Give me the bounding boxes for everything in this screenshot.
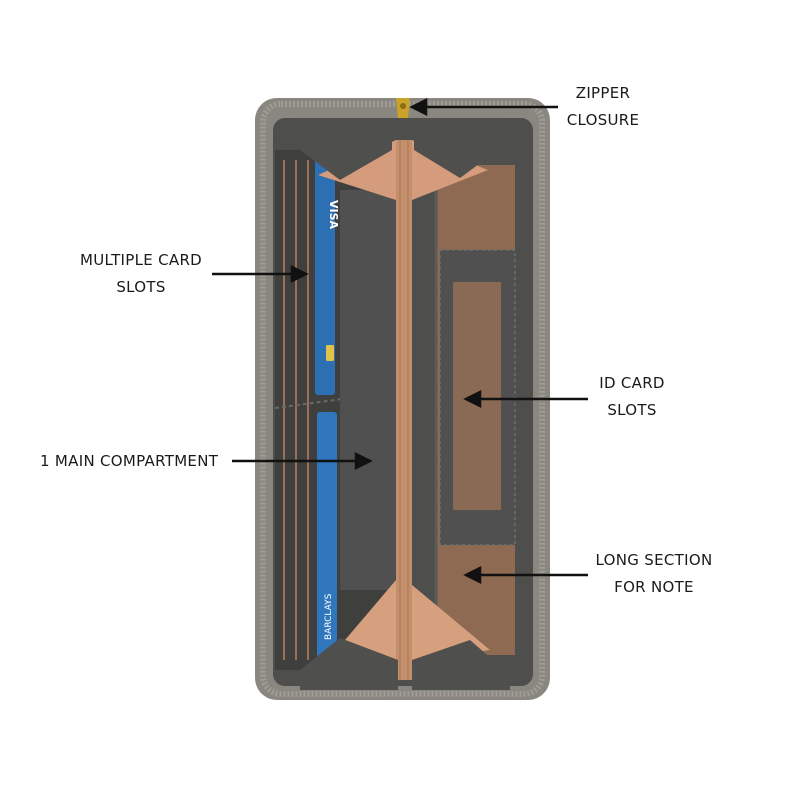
card-slot-lines (283, 160, 309, 660)
label-multiple-card-slots: MULTIPLE CARD SLOTS (70, 247, 212, 301)
main-compartment (340, 190, 395, 590)
label-line: FOR NOTE (614, 578, 694, 596)
center-divider (396, 140, 412, 680)
label-line: ID CARD (599, 374, 665, 392)
credit-card-visa (315, 155, 335, 395)
barclays-text: BARCLAYS (324, 593, 334, 640)
label-zipper-closure: ZIPPER CLOSURE (560, 80, 646, 134)
annotation-arrows (212, 97, 588, 585)
credit-card-barclays (317, 412, 337, 662)
visa-text: VISA (327, 200, 340, 230)
label-main-compartment: 1 MAIN COMPARTMENT (40, 448, 228, 475)
label-line: SLOTS (116, 278, 166, 296)
label-line: ZIPPER (575, 84, 631, 102)
label-line: MULTIPLE CARD (79, 251, 203, 269)
label-id-card-slots: ID CARD SLOTS (590, 370, 674, 424)
label-line: LONG SECTION (595, 551, 713, 569)
label-line: SLOTS (607, 401, 657, 419)
card-chip (326, 345, 334, 361)
label-line: 1 MAIN COMPARTMENT (40, 452, 219, 470)
label-long-section-note: LONG SECTION FOR NOTE (588, 547, 720, 601)
label-line: CLOSURE (566, 111, 640, 129)
